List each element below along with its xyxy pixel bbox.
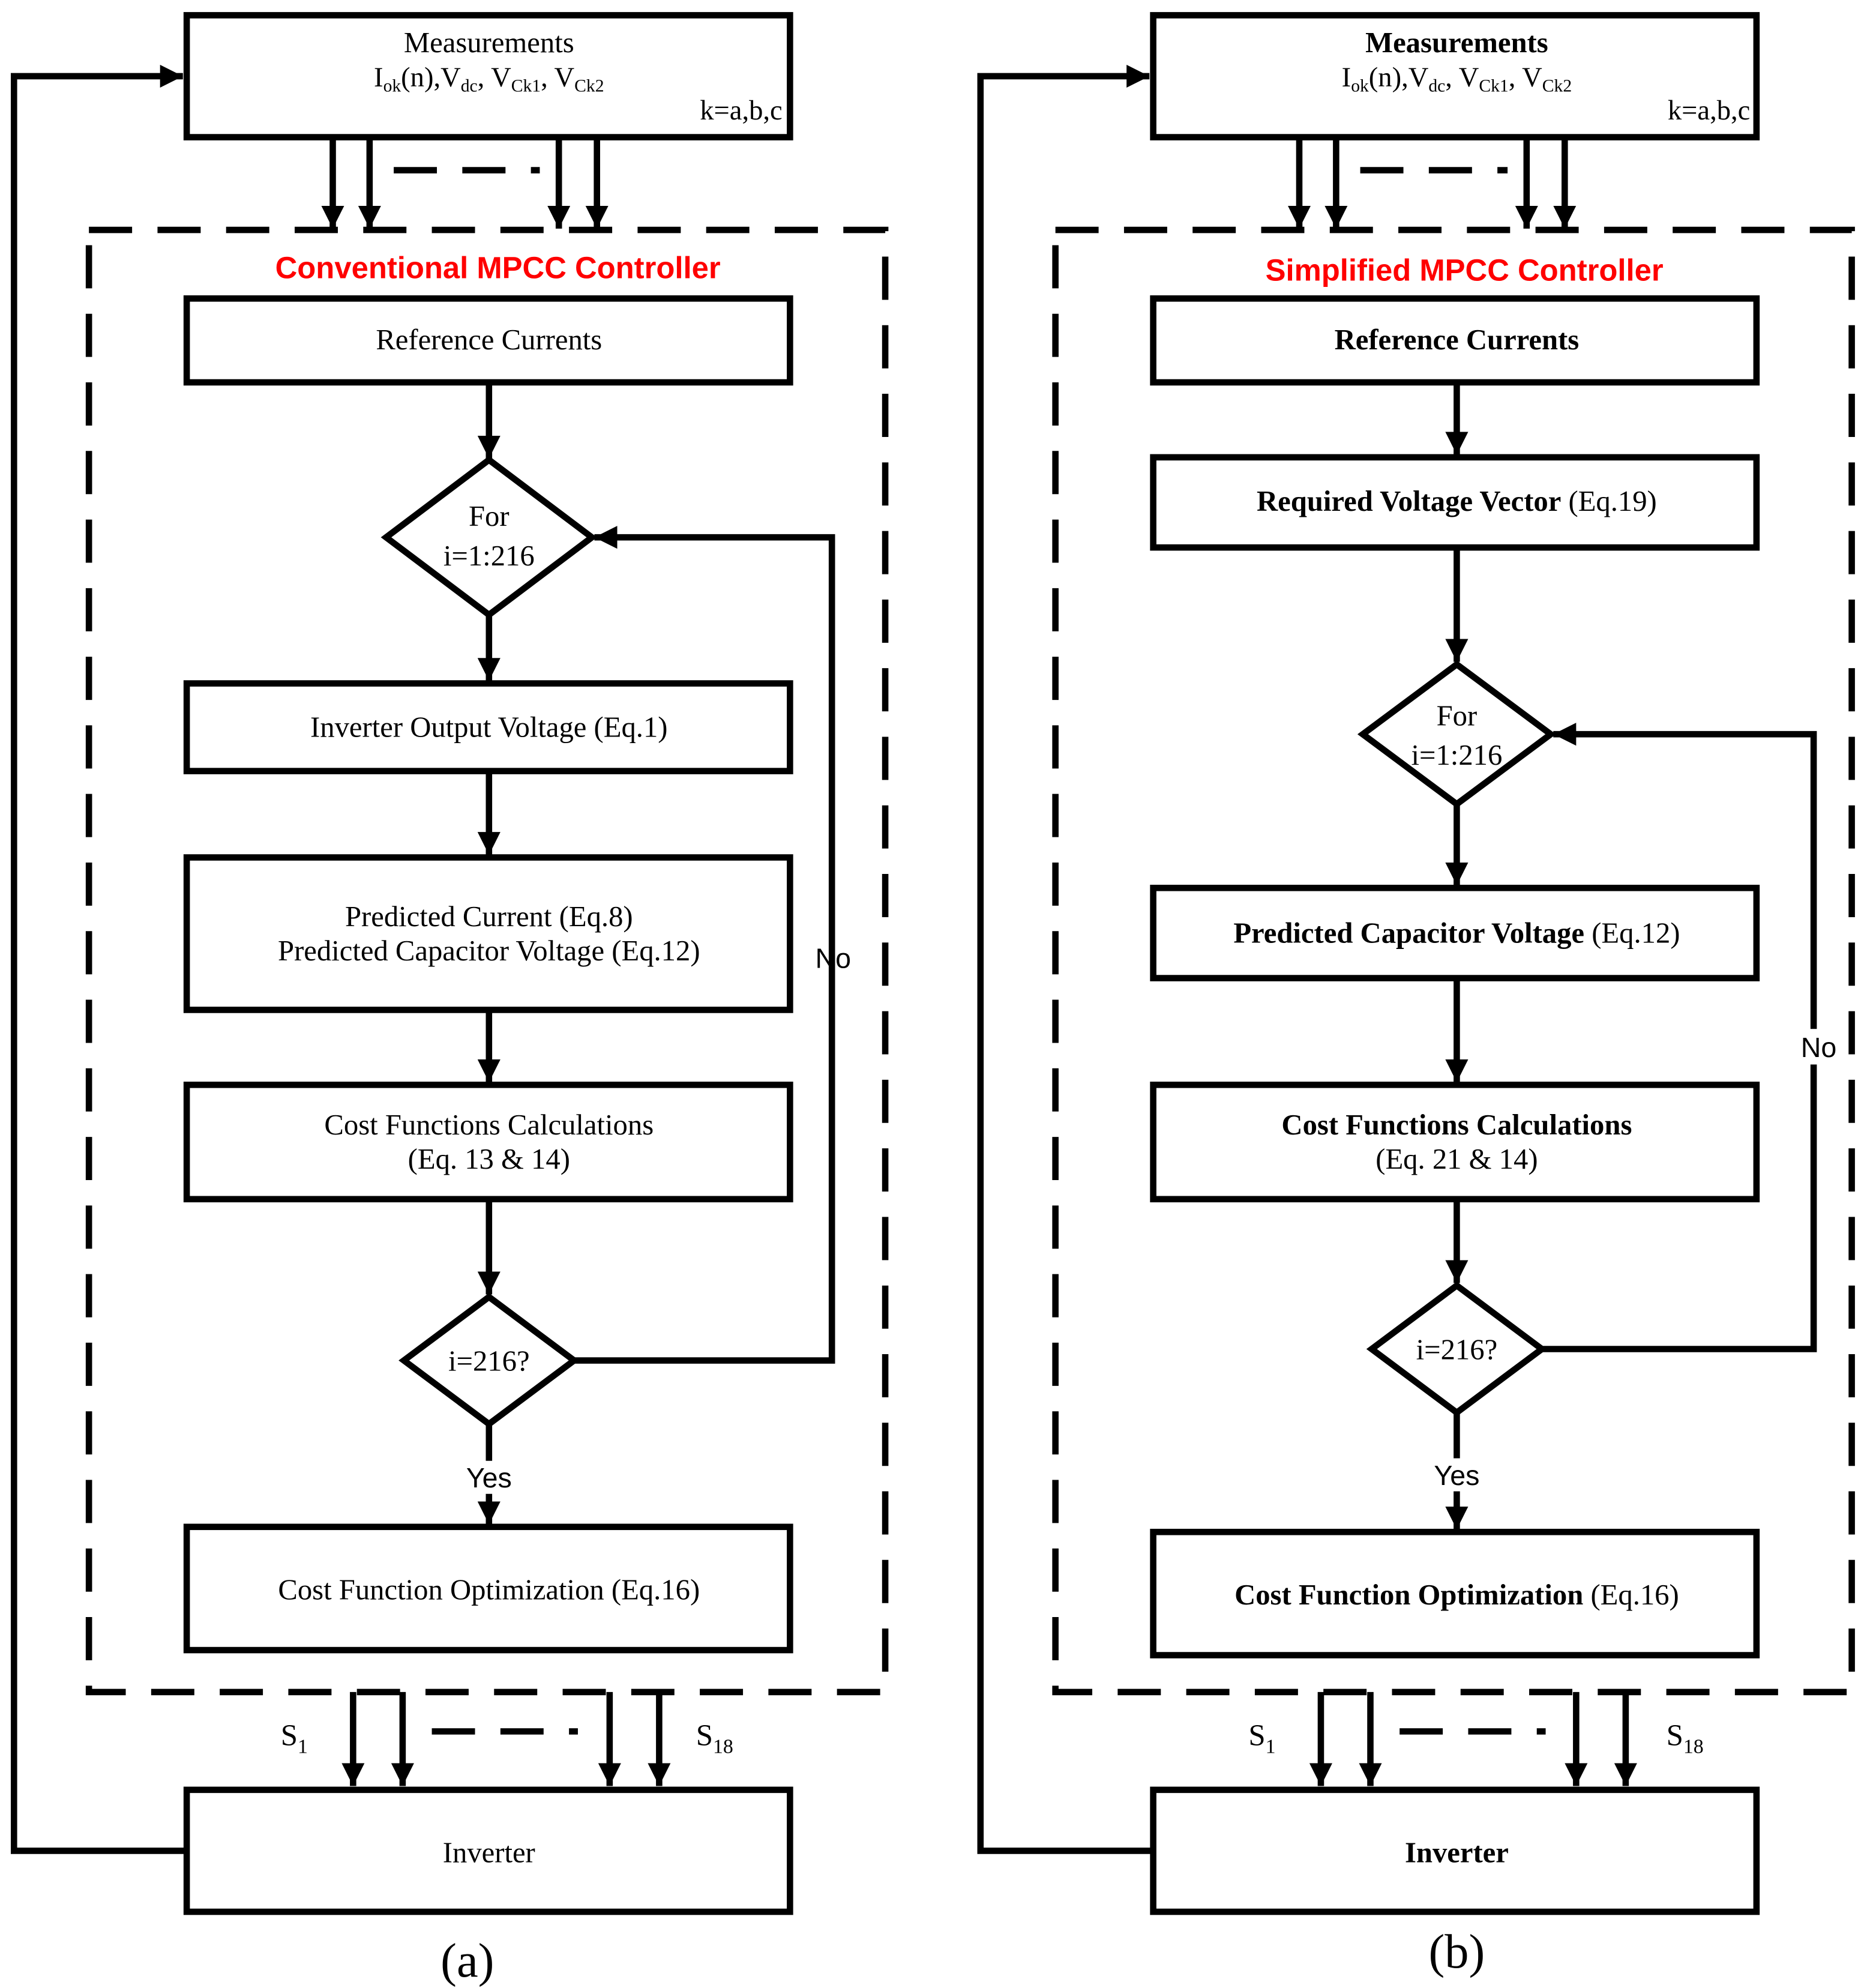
predicted-box-b	[1150, 884, 1760, 981]
measurements-box-a	[183, 12, 793, 140]
feedback-loop-b	[977, 64, 1153, 1854]
loop-check-label-a: i=216?	[448, 1345, 530, 1377]
loop-start-diamond-a	[380, 456, 598, 619]
controller-title-b: Simplified MPCC Controller	[1266, 253, 1664, 288]
optimization-label-a: Cost Function Optimization (Eq.16)	[278, 1573, 700, 1606]
caption-a: (a)	[440, 1934, 494, 1987]
measurements-title-a: Measurements	[404, 26, 574, 59]
cost-functions-line1-a: Cost Functions Calculations	[324, 1109, 654, 1141]
k-label-a: k=a,b,c	[700, 95, 782, 126]
loop-start-line2-b: i=1:216	[1412, 739, 1503, 771]
s1-label-b: S1	[1248, 1718, 1275, 1758]
yes-label-bg-a	[460, 1460, 519, 1494]
controller-title-a: Conventional MPCC Controller	[275, 250, 721, 285]
measurements-signals-b: Iok(n),Vdc, VCk1, VCk2	[1342, 62, 1572, 95]
measurements-title-b: Measurements	[1365, 26, 1548, 59]
optimization-box-b	[1150, 1528, 1760, 1658]
inverter-label-a: Inverter	[443, 1836, 535, 1869]
loop-start-line1-b: For	[1437, 699, 1478, 732]
no-label-a: No	[816, 943, 852, 974]
required-voltage-label-b: Required Voltage Vector (Eq.19)	[1257, 485, 1657, 517]
required-voltage-box-b	[1150, 454, 1760, 551]
loop-start-line2-a: i=1:216	[443, 540, 535, 572]
k-label-b: k=a,b,c	[1668, 95, 1750, 126]
panel-a: Measurements Iok(n),Vdc, VCk1, VCk2 k=a,…	[11, 12, 889, 1987]
inverter-output-voltage-label-a: Inverter Output Voltage (Eq.1)	[310, 711, 667, 743]
controller-boundary-a	[85, 226, 889, 1696]
no-label-b: No	[1801, 1032, 1837, 1063]
reference-currents-label-b: Reference Currents	[1335, 324, 1580, 356]
measurements-signals-a: Iok(n),Vdc, VCk1, VCk2	[374, 62, 604, 95]
optimization-label-b: Cost Function Optimization (Eq.16)	[1234, 1579, 1679, 1611]
caption-b: (b)	[1429, 1925, 1485, 1978]
controller-boundary-b	[1052, 226, 1855, 1696]
yes-label-a: Yes	[466, 1462, 512, 1493]
s18-label-a: S18	[696, 1718, 733, 1758]
inverter-box-a	[183, 1786, 793, 1915]
cost-functions-line2-b: (Eq. 21 & 14)	[1375, 1143, 1538, 1175]
predicted-line1-a: Predicted Current (Eq.8)	[345, 900, 633, 933]
predicted-label-b: Predicted Capacitor Voltage (Eq.12)	[1233, 917, 1680, 949]
inverter-label-b: Inverter	[1405, 1836, 1509, 1869]
s1-label-a: S1	[281, 1718, 308, 1758]
cost-functions-box-b	[1150, 1082, 1760, 1203]
measurements-box-b	[1150, 12, 1760, 140]
feedback-loop-a	[11, 64, 187, 1854]
no-loop-back-a	[574, 526, 835, 1364]
predicted-line2-a: Predicted Capacitor Voltage (Eq.12)	[278, 935, 700, 967]
loop-start-diamond-b	[1357, 660, 1556, 809]
inverter-box-b	[1150, 1786, 1760, 1915]
yes-label-bg-b	[1427, 1458, 1487, 1492]
yes-label-b: Yes	[1434, 1460, 1479, 1491]
cost-functions-line1-b: Cost Functions Calculations	[1281, 1109, 1632, 1141]
loop-check-label-b: i=216?	[1416, 1333, 1498, 1366]
no-loop-back-b	[1542, 723, 1817, 1352]
cost-functions-line2-a: (Eq. 13 & 14)	[408, 1143, 570, 1175]
panel-b: Measurements Iok(n),Vdc, VCk1, VCk2 k=a,…	[977, 12, 1855, 1978]
loop-start-line1-a: For	[469, 500, 510, 532]
cost-functions-box-a	[183, 1082, 793, 1203]
reference-currents-label-a: Reference Currents	[376, 324, 602, 356]
s18-label-b: S18	[1667, 1718, 1704, 1758]
predicted-box-a	[183, 854, 793, 1013]
optimization-box-a	[183, 1523, 793, 1654]
no-label-bg-b	[1792, 1029, 1845, 1065]
